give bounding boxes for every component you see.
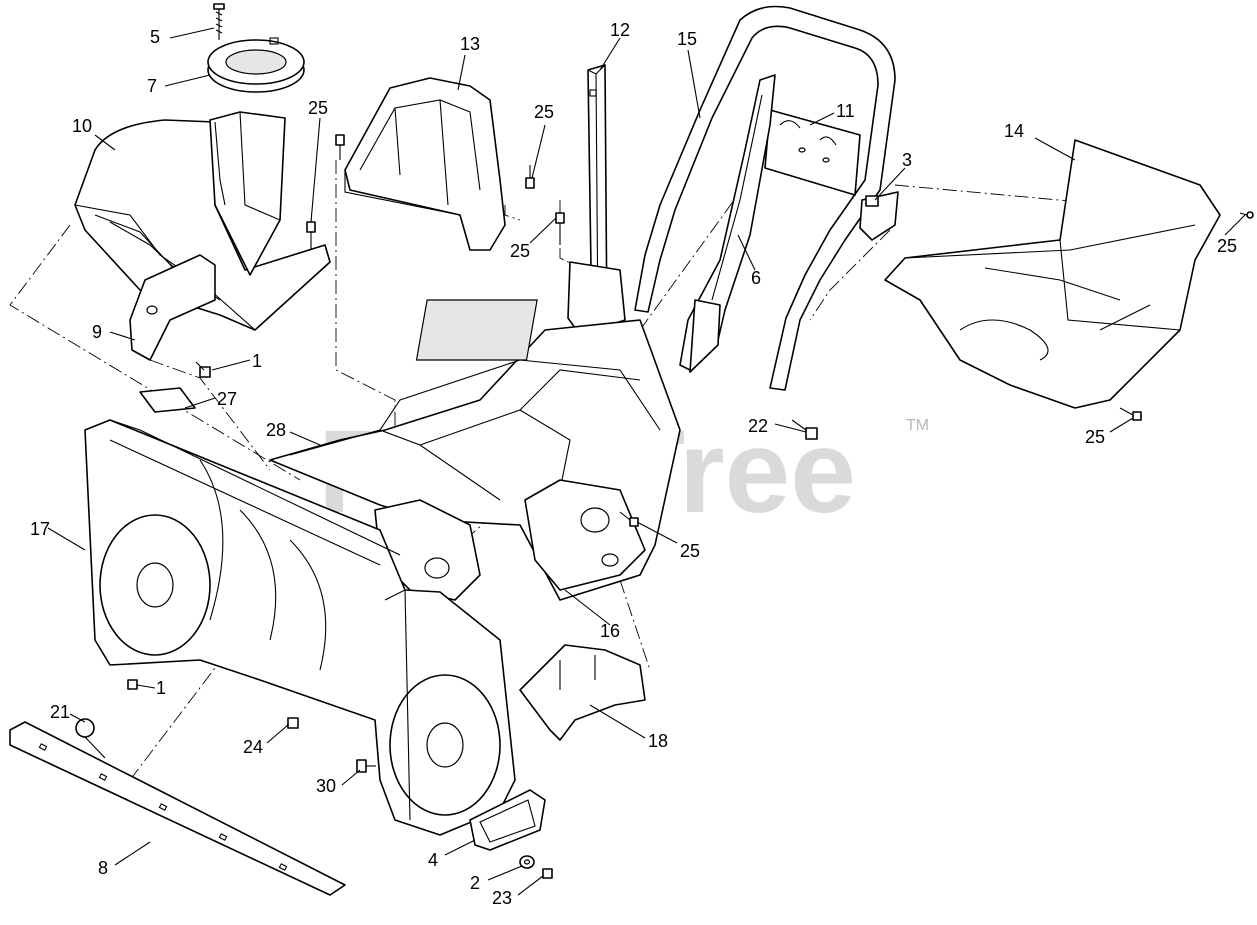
callout-25-tube-top: 25	[534, 102, 554, 122]
dash-panel	[884, 139, 1221, 409]
watermark-trademark: TM	[906, 417, 929, 434]
auger-housing	[84, 419, 516, 836]
skid-shoe	[469, 789, 546, 851]
callout-22: 22	[748, 416, 768, 436]
callout-27: 27	[217, 389, 237, 409]
bolt-25-cover	[335, 134, 345, 160]
callout-1-bracket: 1	[252, 351, 262, 371]
shim-plate	[139, 387, 196, 413]
callout-25-panel-bottom: 25	[1085, 427, 1105, 447]
callout-30: 30	[316, 776, 336, 796]
nut-24	[287, 717, 299, 729]
skid-plate	[519, 644, 646, 741]
callout-6: 6	[751, 268, 761, 288]
callout-21: 21	[50, 702, 70, 722]
discharge-chute	[74, 111, 331, 331]
callout-2: 2	[470, 873, 480, 893]
screw-5	[213, 3, 225, 40]
callout-12: 12	[610, 20, 630, 40]
callout-8: 8	[98, 858, 108, 878]
fasteners	[75, 134, 1254, 879]
scraper-bar	[9, 721, 346, 896]
callout-25-chute: 25	[308, 98, 328, 118]
support-tube	[567, 64, 626, 336]
callout-28: 28	[266, 420, 286, 440]
chute-ring	[207, 37, 305, 93]
bolt-25-tube-top	[525, 165, 535, 189]
control-rod	[679, 74, 776, 373]
callout-10: 10	[72, 116, 92, 136]
callout-4: 4	[428, 850, 438, 870]
bolt-25-chute	[306, 221, 316, 250]
bolt-22-handle	[791, 419, 818, 440]
control-bracket	[764, 109, 861, 196]
nut-23	[542, 868, 553, 879]
handle-bar	[634, 5, 896, 391]
callout-15: 15	[677, 29, 697, 49]
callout-9: 9	[92, 322, 102, 342]
callout-11: 11	[836, 101, 855, 121]
callout-25-tube: 25	[510, 241, 530, 261]
small-bracket	[859, 191, 899, 241]
callout-3: 3	[902, 150, 912, 170]
callout-14: 14	[1004, 121, 1024, 141]
callout-7: 7	[147, 76, 157, 96]
callout-labels: 5 7 10 25 13 12 25 15 11 3 14 25 25 6 9 …	[30, 20, 1237, 908]
bolt-25-panel-right	[1239, 211, 1254, 219]
callout-1-housing: 1	[156, 678, 166, 698]
callout-18: 18	[648, 731, 668, 751]
callout-5: 5	[150, 27, 160, 47]
callout-25-frame: 25	[680, 541, 700, 561]
belt-cover	[344, 77, 506, 251]
callout-24: 24	[243, 737, 263, 757]
leader-lines	[47, 27, 1246, 896]
bolt-25-panel-bottom	[1119, 407, 1142, 421]
bolt-25-tube	[555, 212, 565, 245]
bolt-30	[356, 759, 376, 773]
callout-16: 16	[600, 621, 620, 641]
bolt-1-housing	[127, 679, 138, 690]
callout-13: 13	[460, 34, 480, 54]
washer-2	[519, 855, 535, 869]
callout-23: 23	[492, 888, 512, 908]
callout-17: 17	[30, 519, 50, 539]
bolt-1-bracket	[195, 361, 211, 378]
callout-25-panel-right: 25	[1217, 236, 1237, 256]
chute-bracket	[129, 254, 216, 361]
